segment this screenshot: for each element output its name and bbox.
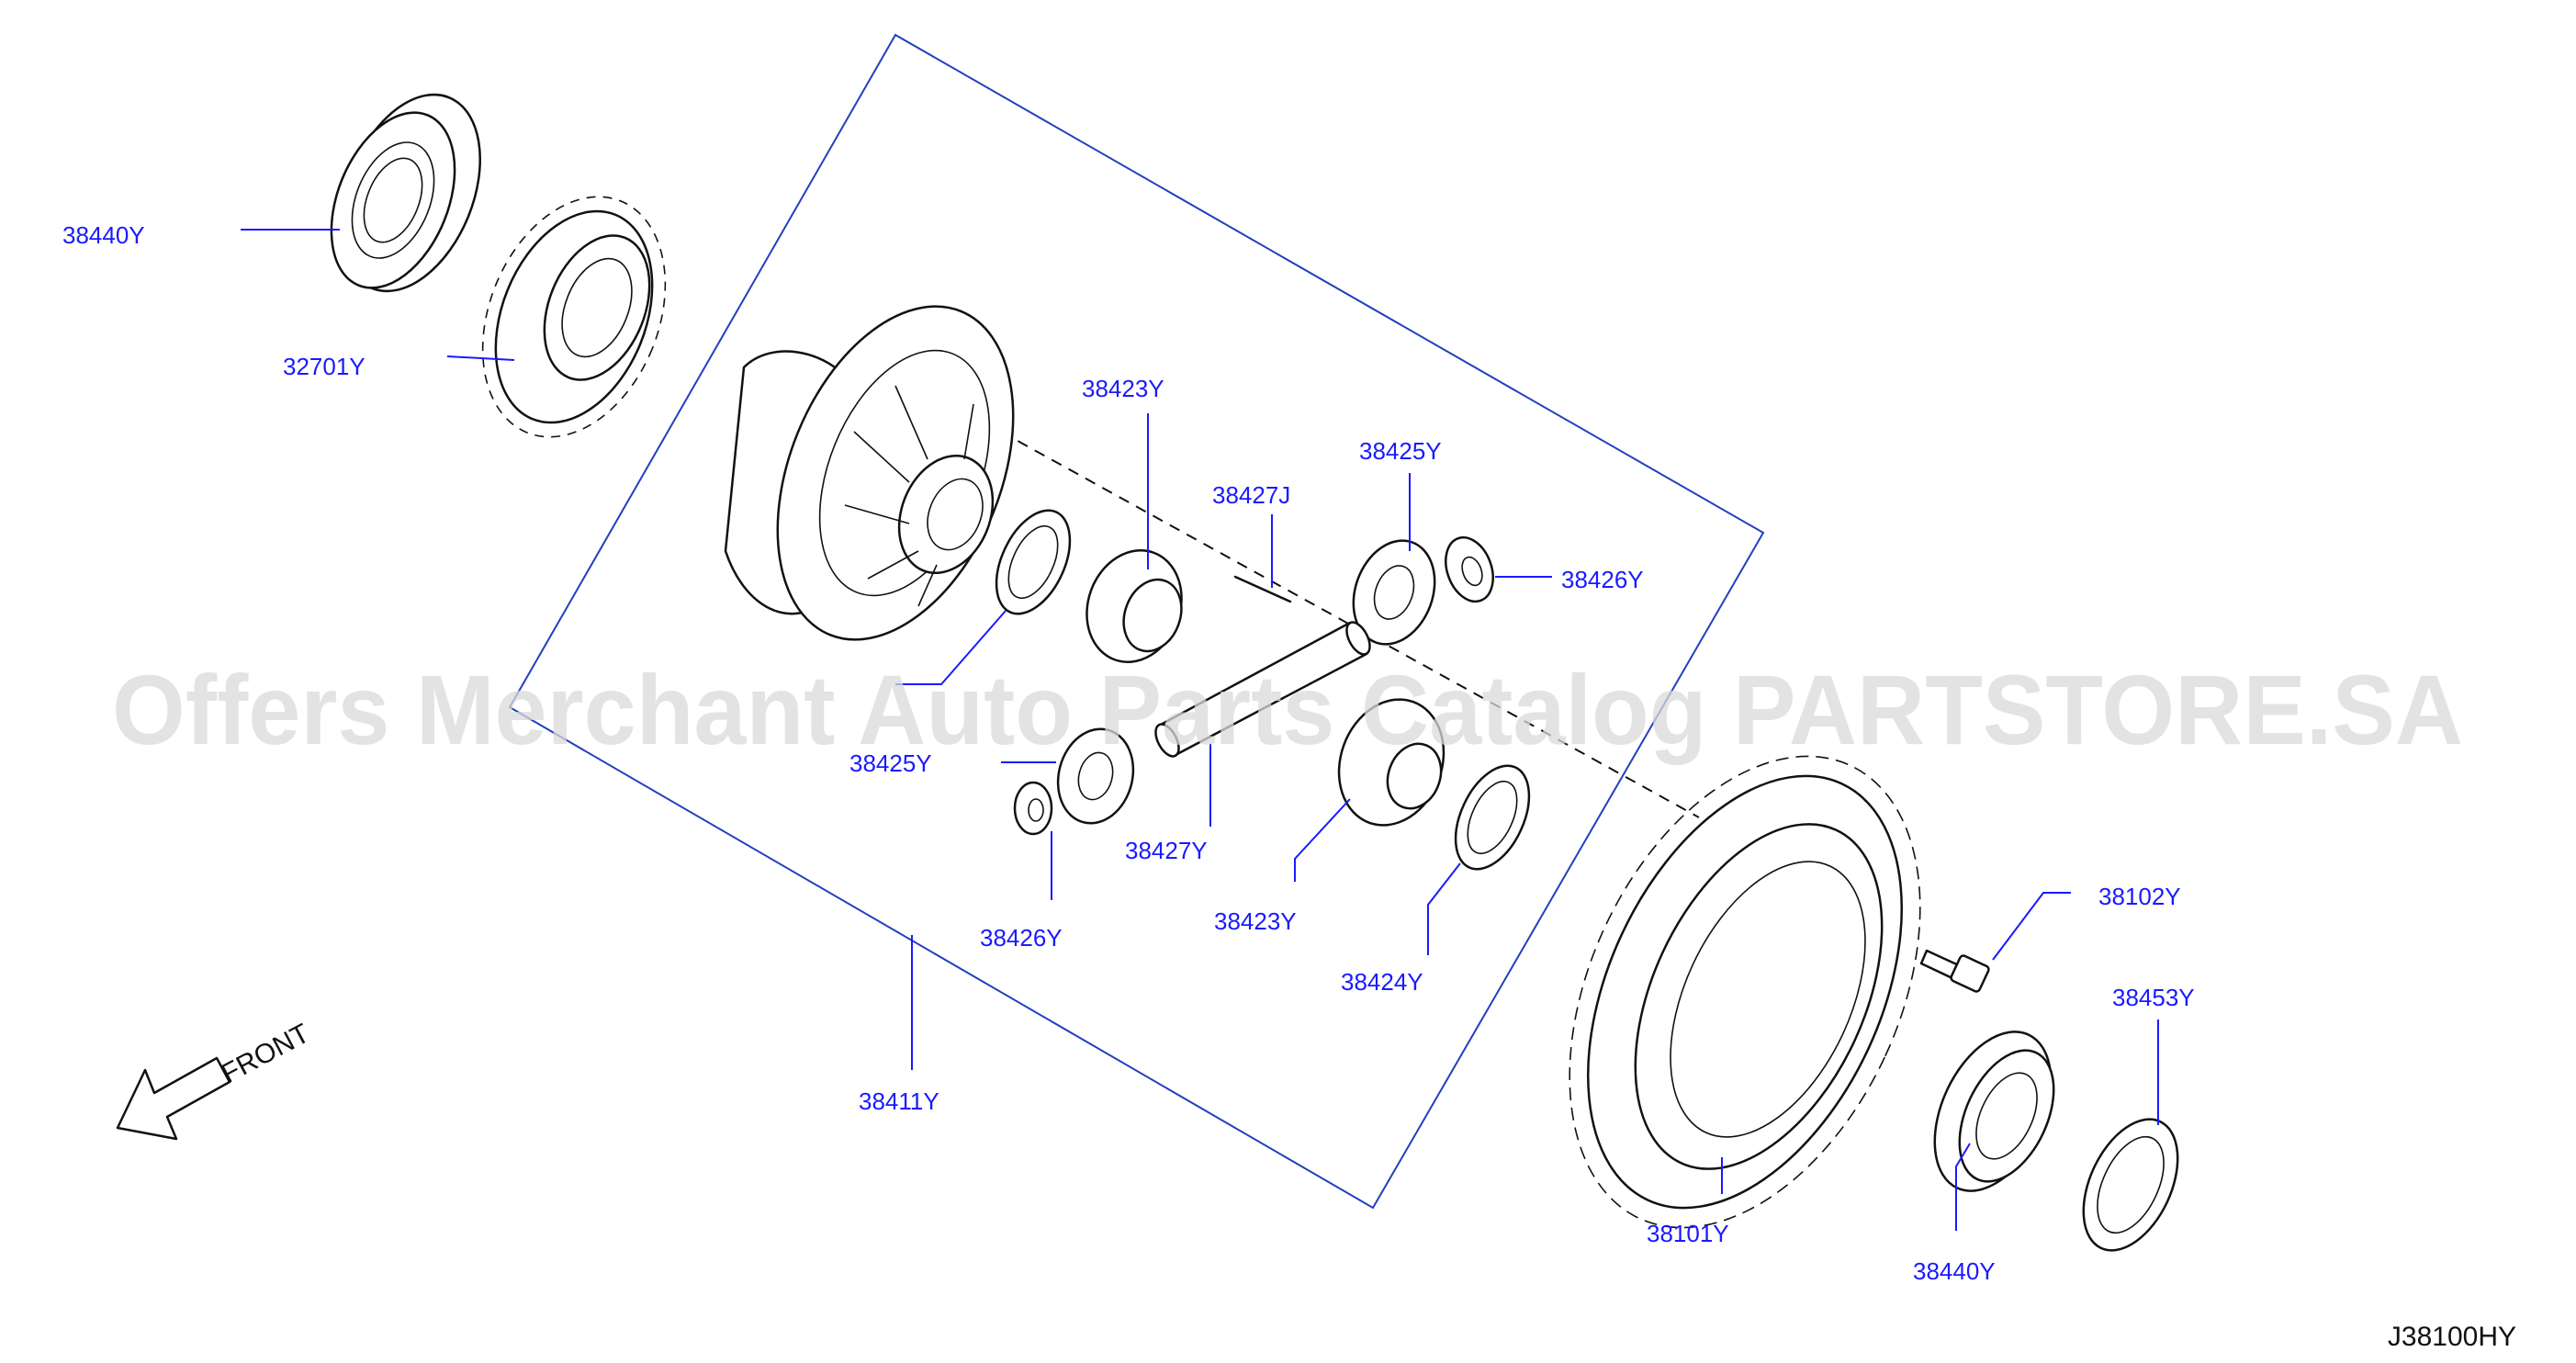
callout-side-washer-bottom[interactable]: 38424Y [1341, 968, 1423, 996]
callout-side-gear-top[interactable]: 38425Y [1359, 437, 1442, 465]
callout-thrust-washer-right[interactable]: 38426Y [1561, 566, 1644, 593]
drive-gear-part [481, 196, 667, 438]
assembly-axis [1000, 431, 1700, 818]
pinion-gear-lower-part [1056, 727, 1135, 825]
ring-gear-bolt-part [1919, 949, 1990, 993]
front-label: FRONT [217, 1019, 315, 1090]
pinion-shaft-pin-part [1233, 575, 1292, 603]
pinion-gear-upper-part [1352, 539, 1436, 646]
differential-case-part [724, 305, 1015, 641]
side-gear-lower-part [1337, 698, 1445, 827]
callout-diff-case[interactable]: 38411Y [859, 1087, 939, 1115]
shim-part [2082, 1118, 2179, 1252]
callout-ring-gear[interactable]: 38101Y [1647, 1220, 1729, 1247]
reference-code: J38100HY [2388, 1322, 2516, 1352]
callout-side-gear-left[interactable]: 38425Y [849, 749, 932, 777]
assembly-frame [508, 33, 1765, 1210]
callout-drive-gear[interactable]: 32701Y [283, 353, 366, 380]
side-washer-lower-part [1454, 764, 1531, 871]
callout-thrust-washer-left[interactable]: 38426Y [980, 924, 1063, 952]
leader-lines [241, 229, 2159, 1231]
callout-pinion-gear-bottom[interactable]: 38423Y [1214, 907, 1297, 935]
callout-shim[interactable]: 38453Y [2112, 984, 2195, 1011]
side-gear-upper-part [1086, 549, 1183, 663]
thrust-washer-right-part [1445, 535, 1494, 603]
bearing-top-part [330, 93, 481, 293]
watermark-text: Offers Merchant Auto Parts Catalog PARTS… [112, 654, 2463, 765]
ring-gear-part [1569, 755, 1921, 1229]
thrust-washer-left-part [1013, 781, 1053, 836]
callout-bearing-top[interactable]: 38440Y [62, 221, 145, 249]
callout-ring-gear-bolt[interactable]: 38102Y [2098, 883, 2181, 910]
pinion-shaft-part [1154, 621, 1371, 758]
callout-bearing-bottom[interactable]: 38440Y [1913, 1257, 1996, 1285]
bearing-bottom-part [1933, 1031, 2055, 1192]
callout-pinion-shaft[interactable]: 38427Y [1125, 837, 1208, 864]
callout-pinion-gear-top[interactable]: 38423Y [1082, 375, 1164, 402]
front-arrow-icon [116, 1056, 231, 1141]
callout-pinion-shaft-pin[interactable]: 38427J [1212, 481, 1290, 509]
side-washer-upper-part [995, 509, 1072, 615]
